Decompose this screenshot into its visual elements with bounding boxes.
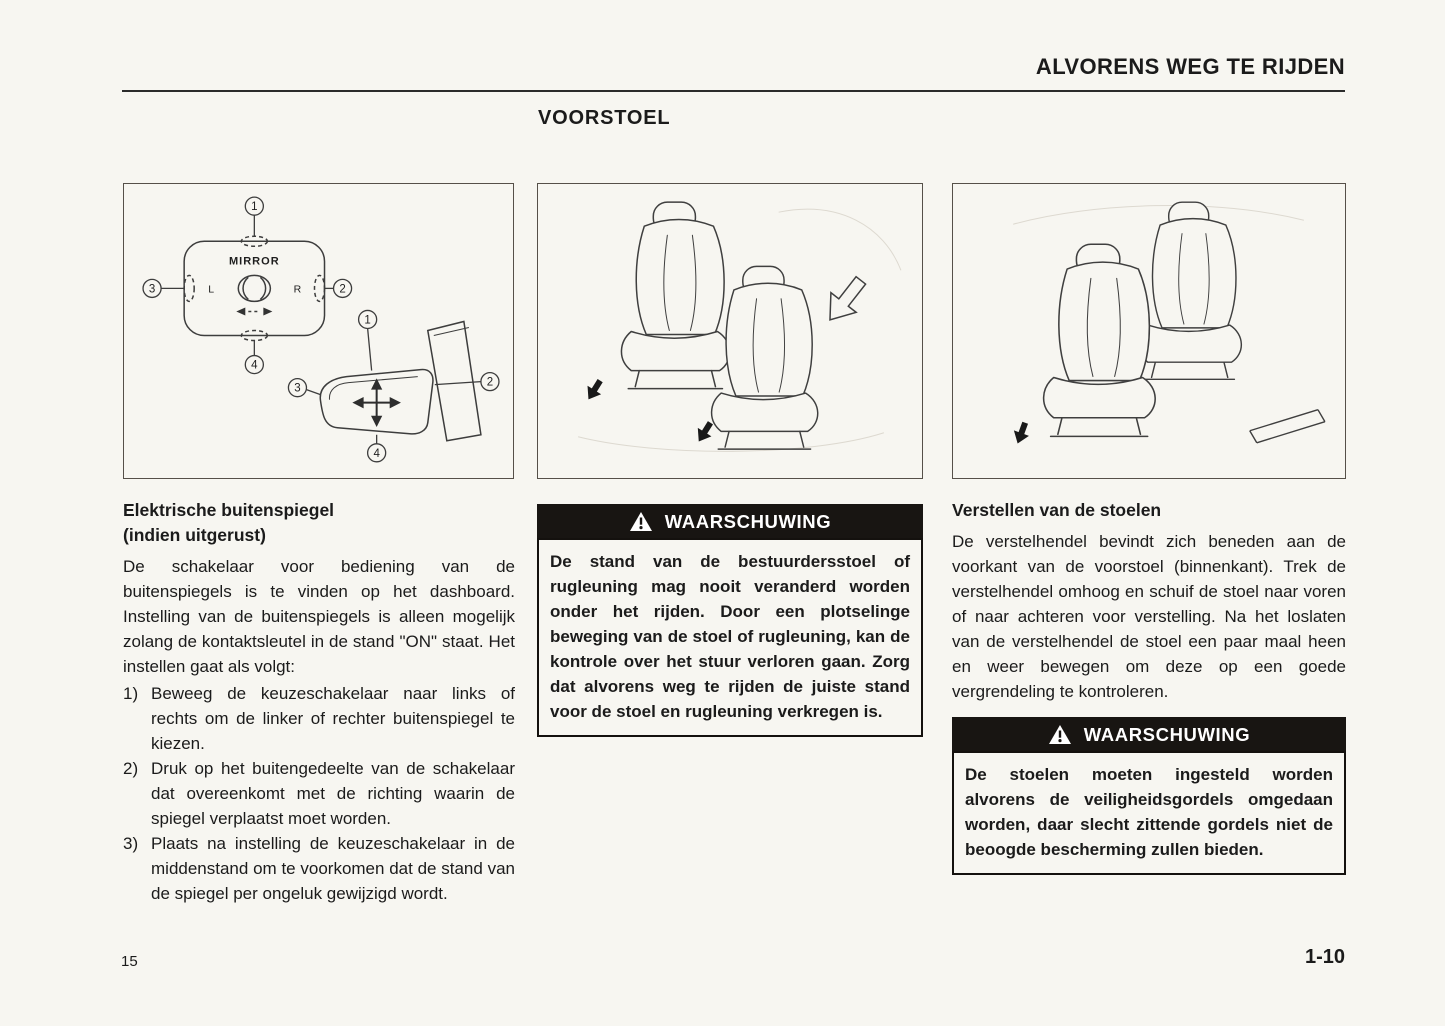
rear-seat-sketch (1137, 201, 1243, 381)
page-title: VOORSTOEL (538, 107, 671, 129)
heading-line-1: Elektrische buitenspiegel (123, 500, 335, 520)
heading-line-2: (indien uitgerust) (123, 525, 266, 545)
figure-seat-position (537, 183, 923, 479)
seat-adjustment-illustration (1013, 201, 1326, 444)
warning-panel: WAARSCHUWING De stand van de bestuurders… (537, 504, 923, 737)
left-mirror-label: L (208, 283, 214, 295)
mirror-section-body: De schakelaar voor bediening van de buit… (123, 557, 515, 676)
callout-2: 2 (487, 377, 493, 389)
mirror-steps-list: 1) Beweeg de keuzeschakelaar naar links … (123, 681, 515, 906)
mirror-switch-illustration: MIRROR L R 1 3 2 4 (142, 196, 500, 463)
seat-adjust-section: Verstellen van de stoelen De verstelhend… (952, 498, 1346, 875)
four-way-arrow-icon (352, 378, 401, 427)
adjust-direction-arrow-icon (829, 275, 867, 321)
left-right-arrows-icon (236, 307, 273, 316)
warning-title: WAARSCHUWING (664, 510, 832, 532)
mirror-select-knob (237, 274, 272, 303)
warning-title: WAARSCHUWING (1083, 723, 1251, 745)
door-mirror-sketch (319, 320, 482, 442)
list-item-text: Beweeg de keuzeschakelaar naar links of … (151, 684, 515, 753)
warning-icon (629, 511, 652, 531)
slide-lever-arrows-icon (587, 379, 713, 442)
seat-position-warning: WAARSCHUWING De stand van de bestuurders… (537, 504, 923, 737)
list-item-text: Druk op het buitengedeelte van de schake… (151, 759, 515, 828)
mirror-callouts (287, 309, 500, 463)
list-item: 2) Druk op het buitengedeelte van de sch… (123, 756, 515, 831)
list-item: 3) Plaats na instelling de keuzeschakela… (123, 831, 515, 906)
panel-callout-numbers: 1 3 2 4 (149, 201, 346, 371)
background-sketch-lines (577, 208, 902, 452)
callout-2: 2 (339, 283, 345, 295)
mirror-switch-panel (183, 235, 326, 342)
list-item-number: 2) (123, 759, 139, 778)
warning-panel: WAARSCHUWING De stoelen moeten ingesteld… (952, 717, 1346, 875)
warning-body: De stoelen moeten ingesteld worden alvor… (952, 751, 1346, 875)
page-number-small: 15 (121, 953, 138, 970)
background-sketch-lines (1013, 205, 1305, 225)
warning-header: WAARSCHUWING (537, 504, 923, 538)
mirror-panel-label: MIRROR (229, 255, 280, 267)
list-item-number: 1) (123, 684, 139, 703)
mirror-section: Elektrische buitenspiegel (indien uitger… (123, 498, 515, 906)
front-seat-sketch (1042, 243, 1156, 438)
callout-3: 3 (294, 383, 300, 395)
seat-position-illustration (577, 201, 902, 452)
seat-rails-sketch (1249, 409, 1326, 444)
callout-4: 4 (251, 360, 258, 372)
front-seat-sketch (710, 265, 819, 450)
adjust-lever-arrow-icon (1013, 421, 1029, 444)
list-item-text: Plaats na instelling de keuzeschakelaar … (151, 834, 515, 903)
figure-seat-adjustment (952, 183, 1346, 479)
warning-header: WAARSCHUWING (952, 717, 1346, 751)
seat-section-body: De verstelhendel bevindt zich beneden aa… (952, 532, 1346, 701)
seat-section-heading: Verstellen van de stoelen (952, 500, 1162, 520)
callout-3: 3 (149, 283, 155, 295)
panel-callouts (142, 196, 353, 375)
callout-1: 1 (364, 314, 370, 326)
section-header: ALVORENS WEG TE RIJDEN (1035, 54, 1345, 79)
figure-mirror-switch: MIRROR L R 1 3 2 4 (123, 183, 514, 479)
page-number: 1-10 (1304, 946, 1345, 968)
header-divider (122, 90, 1345, 92)
mirror-section-heading: Elektrische buitenspiegel (indien uitger… (123, 498, 515, 548)
list-item-number: 3) (123, 834, 139, 853)
mirror-callout-numbers: 3 1 2 4 (294, 314, 493, 459)
callout-1: 1 (251, 201, 257, 213)
rear-seat-sketch (620, 201, 731, 390)
right-mirror-label: R (294, 283, 302, 295)
callout-4: 4 (373, 448, 380, 460)
warning-body: De stand van de bestuurdersstoel of rugl… (537, 538, 923, 737)
list-item: 1) Beweeg de keuzeschakelaar naar links … (123, 681, 515, 756)
warning-icon (1048, 724, 1071, 744)
